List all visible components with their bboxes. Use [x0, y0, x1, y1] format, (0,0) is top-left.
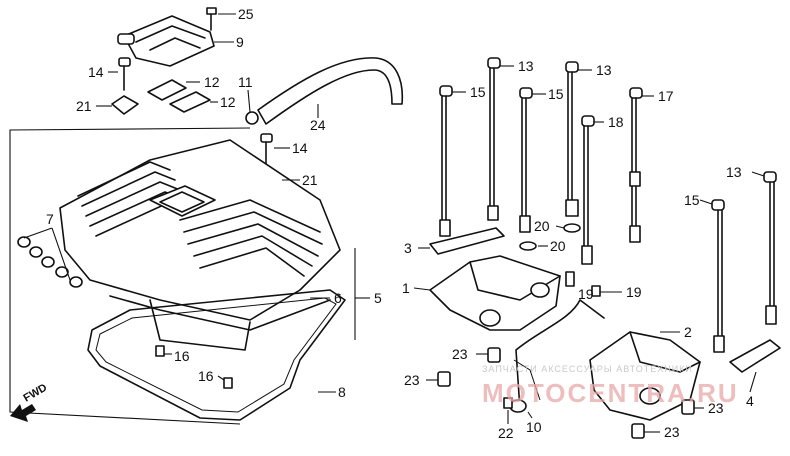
plug-7-part [17, 236, 83, 288]
callout-15-right: 15 [684, 192, 700, 208]
callout-20-lower: 20 [550, 238, 566, 254]
callout-14-mid: 14 [292, 140, 308, 156]
dowel-19b-part [591, 285, 601, 297]
callout-15-left: 15 [470, 84, 486, 100]
callout-17: 17 [658, 88, 674, 104]
callout-19-right: 19 [626, 284, 642, 300]
callout-18: 18 [608, 114, 624, 130]
rocker-holder-2-part [589, 331, 701, 421]
washer-20b-part [519, 241, 537, 251]
callout-11: 11 [238, 74, 253, 90]
callout-3: 3 [404, 240, 412, 256]
bolt-16a-part [155, 345, 165, 357]
fwd-arrow-icon [10, 404, 36, 422]
bushing-23a-part [487, 347, 501, 363]
callout-12-upper: 12 [204, 74, 220, 90]
callout-23-c: 23 [708, 400, 724, 416]
callout-22: 22 [498, 425, 514, 441]
callout-24: 24 [310, 117, 326, 133]
callout-16-upper: 16 [174, 348, 190, 364]
dowel-19a-part [565, 271, 575, 287]
callout-7: 7 [46, 211, 54, 227]
watermark-brand-text: MOTOCENTRA.RU [482, 378, 739, 408]
rocker-holder-1-part [429, 255, 561, 331]
breather-tube-part [257, 57, 404, 125]
gasket-12-part [147, 79, 211, 113]
bolt-16b-part [223, 377, 233, 389]
callout-21-mid: 21 [302, 172, 318, 188]
cover-group-bracket [9, 127, 251, 425]
bushing-23d-part [631, 423, 645, 439]
callout-23-a: 23 [452, 346, 468, 362]
callout-6: 6 [334, 290, 342, 306]
callout-10: 10 [526, 419, 542, 435]
oil-pipe-10-part [515, 299, 605, 411]
leader-lines [23, 13, 765, 433]
plate-3-part [429, 227, 505, 255]
callout-14-top: 14 [88, 64, 104, 80]
bushing-23c-part [681, 399, 695, 415]
callout-15-mid: 15 [548, 86, 564, 102]
callout-8: 8 [338, 384, 346, 400]
callout-20-upper: 20 [534, 218, 550, 234]
callout-13-right: 13 [726, 164, 742, 180]
clip-11-part [245, 111, 259, 125]
cylinder-head-cover-part [59, 139, 341, 351]
callout-2: 2 [684, 324, 692, 340]
callout-16-lower: 16 [198, 368, 214, 384]
bolt-14-part [118, 57, 131, 91]
callout-23-d: 23 [664, 424, 680, 440]
bushing-23b-part [437, 371, 451, 387]
callout-13-mid: 13 [596, 62, 612, 78]
bolt-22-part [503, 397, 513, 409]
gasket-8-inner [95, 297, 337, 413]
callout-9: 9 [236, 34, 244, 50]
callout-23-b: 23 [404, 372, 420, 388]
fwd-label: FWD [22, 382, 50, 405]
plate-4-part [729, 339, 781, 373]
bolt-25-part [206, 7, 217, 31]
callout-25: 25 [238, 6, 254, 22]
callout-5: 5 [374, 290, 382, 306]
callout-4: 4 [746, 393, 754, 409]
callout-21-top: 21 [76, 98, 92, 114]
gasket-8-part [87, 289, 346, 421]
washer-21-part [111, 95, 139, 115]
oil-pipe-10-inner [513, 359, 541, 401]
breather-cover-part [117, 15, 215, 67]
callout-13-left: 13 [518, 58, 534, 74]
callout-1: 1 [402, 280, 410, 296]
callout-12-lower: 12 [220, 94, 236, 110]
callout-19-left: 19 [578, 286, 594, 302]
washer-20a-part [563, 223, 581, 233]
stud-bolts-part [439, 57, 777, 353]
watermark-top-text: ЗАПЧАСТИ АКСЕССУАРЫ АВТОТЕХНИКИ [482, 364, 693, 374]
